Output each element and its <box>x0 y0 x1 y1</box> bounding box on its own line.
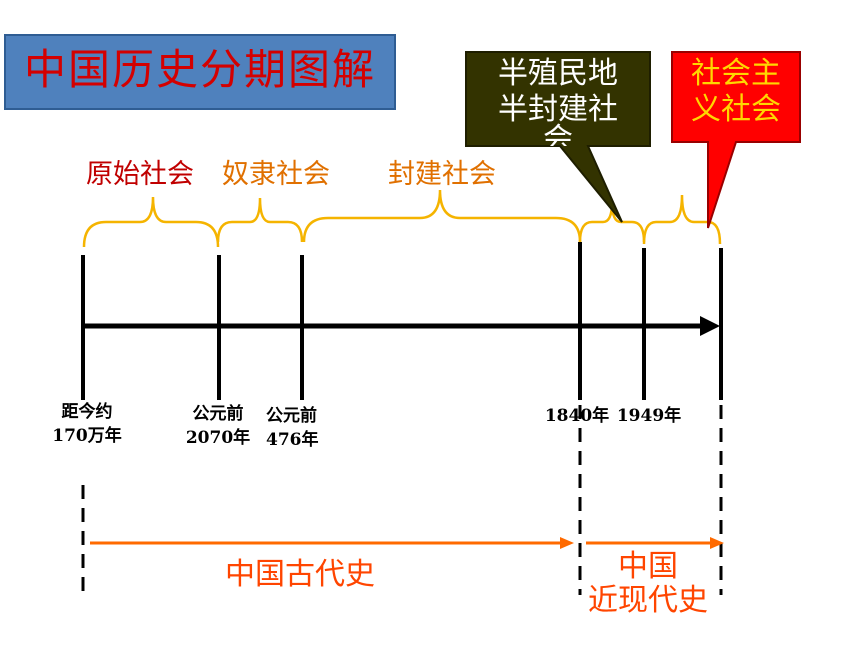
period-ancient-label: 中国古代史 <box>225 557 375 592</box>
semi-colonial-line-1: 半殖民地 <box>498 56 618 91</box>
tick-label-5: 1949年 <box>616 406 682 426</box>
modern-arrowhead <box>710 537 724 549</box>
brace-primitive <box>82 196 220 248</box>
socialist-callout-text: 社会主 义社会 <box>672 56 800 128</box>
tick-label-4: 1840年 <box>544 406 610 426</box>
tick-label-2: 公元前 2070年 <box>176 402 260 450</box>
tick-label-1: 距今约 170万年 <box>42 400 132 448</box>
tick-3-line-2: 476年 <box>266 430 319 450</box>
semi-colonial-callout-shape <box>465 51 651 223</box>
period-modern-line-2: 近现代史 <box>588 583 708 618</box>
socialist-line-1: 社会主 <box>691 56 781 91</box>
tick-1-line-2: 170万年 <box>52 426 122 446</box>
brace-slave <box>216 197 304 243</box>
period-modern-label: 中国 近现代史 <box>568 550 728 618</box>
tick-1-line-1: 距今约 <box>61 402 113 422</box>
era-slave-label: 奴隶社会 <box>222 159 330 190</box>
brace-socialist <box>642 194 722 245</box>
brace-feudal <box>302 189 582 243</box>
tick-3-line-1: 公元前 <box>266 406 317 426</box>
socialist-line-2: 义社会 <box>691 92 781 127</box>
page-title: 中国历史分期图解 <box>23 45 376 94</box>
semi-colonial-callout-text: 半殖民地 半封建社 会 <box>466 56 650 146</box>
era-primitive-label: 原始社会 <box>86 159 194 190</box>
semi-colonial-line-2: 半封建社 <box>498 92 618 127</box>
socialist-callout-shape <box>671 51 801 229</box>
era-feudal-label: 封建社会 <box>388 159 496 190</box>
tick-2-line-2: 2070年 <box>185 428 251 448</box>
tick-2-line-1: 公元前 <box>192 404 244 424</box>
tick-label-3: 公元前 476年 <box>266 404 344 452</box>
semi-colonial-line-3: 会 <box>543 122 573 146</box>
title-box <box>4 34 396 110</box>
timeline-arrowhead <box>700 316 720 336</box>
ancient-arrowhead <box>560 537 574 549</box>
period-modern-line-1: 中国 <box>618 549 678 584</box>
